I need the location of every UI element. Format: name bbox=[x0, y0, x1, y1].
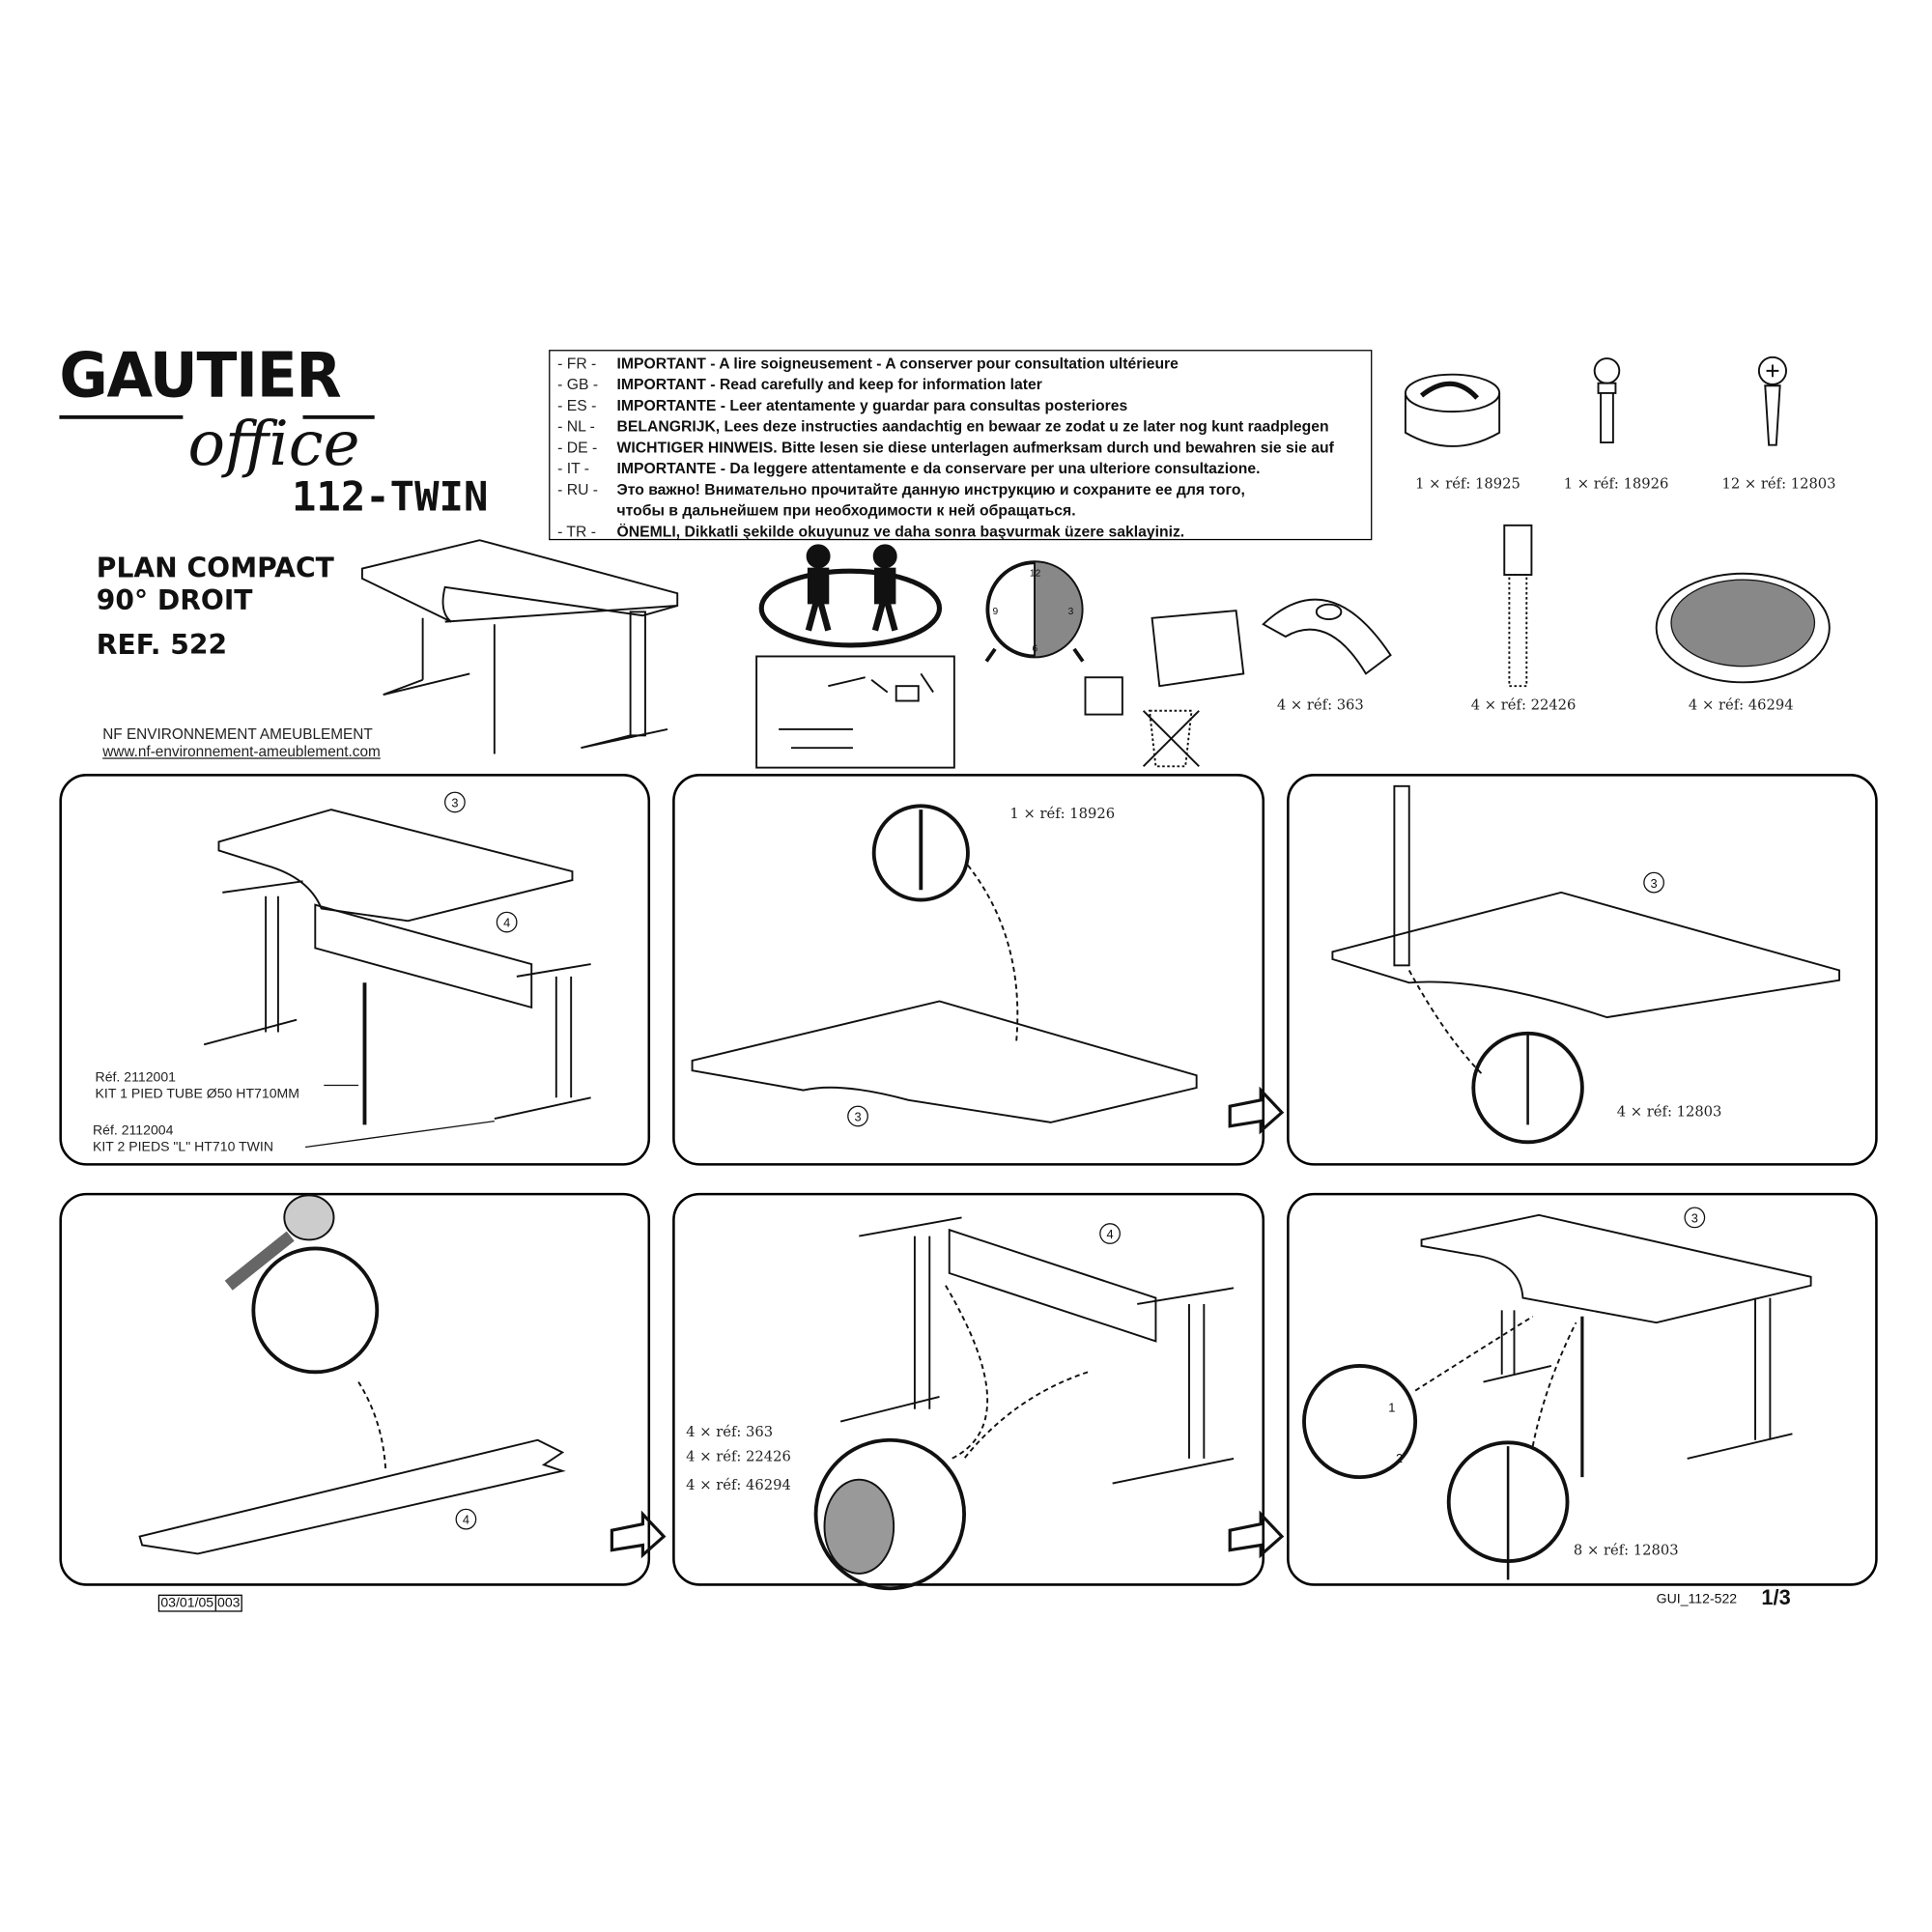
step-6-panel bbox=[1287, 1192, 1878, 1586]
part-label-18925: 1 × réf: 18925 bbox=[1415, 474, 1520, 493]
kit2-name: KIT 2 PIEDS "L" HT710 TWIN bbox=[92, 1139, 274, 1155]
warning-text: IMPORTANT - Read carefully and keep for … bbox=[616, 375, 1042, 393]
lang-code: - RU - bbox=[557, 480, 599, 498]
callout-3: 3 bbox=[451, 796, 458, 810]
clock-6: 6 bbox=[1032, 643, 1037, 654]
warning-text: ÖNEMLI, Dikkatli şekilde okuyunuz ve dah… bbox=[616, 523, 1185, 541]
logo-rule-left bbox=[59, 414, 184, 419]
warning-row: чтобы в дальнейшем при необходимости к н… bbox=[557, 500, 1371, 522]
step-2-drawing bbox=[691, 804, 1198, 1123]
desk-illustration bbox=[360, 539, 679, 754]
part-label-22426: 4 × réf: 22426 bbox=[1470, 696, 1577, 714]
lang-code: - DE - bbox=[557, 439, 598, 457]
callout-4: 4 bbox=[503, 916, 510, 930]
warning-text: IMPORTANTE - Da leggere attentamente e d… bbox=[616, 460, 1261, 477]
brand-sub: office bbox=[187, 408, 360, 480]
step-2-qty: 1 × réf: 18926 bbox=[1009, 805, 1116, 822]
lang-code: - FR - bbox=[557, 355, 597, 373]
model-name: 112-TWIN bbox=[291, 471, 489, 521]
callout-3: 3 bbox=[854, 1110, 861, 1124]
step-3-panel bbox=[1287, 774, 1878, 1166]
bolt-22426-icon bbox=[1503, 524, 1533, 688]
lang-code: - IT - bbox=[557, 460, 590, 477]
step-2-panel bbox=[672, 774, 1265, 1166]
step-4-drawing bbox=[138, 1194, 667, 1559]
callout-4: 4 bbox=[1107, 1227, 1114, 1241]
footer-revision: 003 bbox=[214, 1595, 241, 1611]
callout-circles bbox=[444, 791, 1706, 1530]
step-6-drawing bbox=[1302, 1213, 1812, 1580]
warning-row: - DE - WICHTIGER HINWEIS. Bitte lesen sie… bbox=[557, 438, 1371, 459]
warning-row: - RU - Это важно! Внимательно прочитайте … bbox=[557, 479, 1371, 500]
step-1-panel bbox=[59, 774, 651, 1166]
warning-row: - FR - IMPORTANT - A lire soigneusement -… bbox=[557, 354, 1371, 375]
sub-step-1: 1 bbox=[1388, 1400, 1395, 1414]
kit2-ref: Réf. 2112004 bbox=[92, 1123, 174, 1139]
part-label-363: 4 × réf: 363 bbox=[1276, 696, 1364, 714]
kit1-ref: Réf. 2112001 bbox=[95, 1070, 177, 1086]
cert-label: NF ENVIRONNEMENT AMEUBLEMENT bbox=[102, 725, 373, 744]
two-person-icon bbox=[758, 544, 943, 648]
page-number: 1/3 bbox=[1761, 1585, 1791, 1610]
step-5-qty-363: 4 × réf: 363 bbox=[686, 1422, 774, 1440]
warning-text: BELANGRIJK, Lees deze instructies aandac… bbox=[616, 417, 1329, 436]
recycle-icon bbox=[1084, 610, 1245, 768]
step-6-qty: 8 × réf: 12803 bbox=[1573, 1541, 1679, 1559]
step-4-panel bbox=[59, 1192, 651, 1586]
step-5-qty-46294: 4 × réf: 46294 bbox=[686, 1475, 791, 1493]
step-5-qty-22426: 4 × réf: 22426 bbox=[686, 1447, 791, 1465]
doc-code: GUI_112-522 bbox=[1656, 1592, 1738, 1607]
part-label-12803: 12 × réf: 12803 bbox=[1721, 474, 1836, 493]
step-1-drawing bbox=[203, 809, 591, 1149]
warning-box: - FR - IMPORTANT - A lire soigneusement -… bbox=[549, 350, 1373, 543]
warning-row: - ES - IMPORTANTE - Leer atentamente y gu… bbox=[557, 395, 1371, 416]
step-3-drawing bbox=[1228, 784, 1841, 1145]
clock-icon: 12 3 6 9 bbox=[984, 560, 1085, 663]
warning-row: - GB - IMPORTANT - Read carefully and kee… bbox=[557, 375, 1371, 396]
lang-code: - ES - bbox=[557, 396, 597, 414]
callout-4: 4 bbox=[463, 1513, 469, 1527]
warning-text: Это важно! Внимательно прочитайте данную… bbox=[616, 480, 1245, 498]
logo-rule-right bbox=[302, 414, 375, 419]
warning-text: IMPORTANT - A lire soigneusement - A con… bbox=[616, 355, 1179, 373]
lang-code: - TR - bbox=[557, 523, 597, 541]
grommet-clip-363-icon bbox=[1262, 598, 1392, 675]
product-line1: PLAN COMPACT bbox=[96, 554, 334, 585]
kit1-name: KIT 1 PIED TUBE Ø50 HT710MM bbox=[95, 1086, 300, 1102]
cert-url[interactable]: www.nf-environnement-ameublement.com bbox=[102, 743, 381, 760]
part-label-46294: 4 × réf: 46294 bbox=[1688, 696, 1794, 714]
warning-row: - TR - ÖNEMLI, Dikkatli şekilde okuyunuz … bbox=[557, 522, 1371, 543]
bolt-18926-icon bbox=[1593, 357, 1621, 444]
product-line2: 90° DROIT bbox=[96, 585, 253, 617]
footer-date: 03/01/05 bbox=[160, 1595, 214, 1611]
step-3-qty: 4 × réf: 12803 bbox=[1616, 1102, 1722, 1121]
step-5-panel bbox=[672, 1192, 1265, 1586]
cam-lock-18925-icon bbox=[1404, 373, 1501, 447]
clock-3: 3 bbox=[1068, 607, 1074, 617]
callout-3: 3 bbox=[1691, 1211, 1698, 1226]
clock-9: 9 bbox=[993, 607, 999, 617]
tools-box bbox=[755, 655, 955, 769]
warning-text: WICHTIGER HINWEIS. Bitte lesen sie diese… bbox=[616, 439, 1334, 457]
warning-row: - NL - BELANGRIJK, Lees deze instructies … bbox=[557, 416, 1371, 438]
warning-text: IMPORTANTE - Leer atentamente y guardar … bbox=[616, 396, 1128, 414]
sub-step-2: 2 bbox=[1396, 1451, 1403, 1465]
clock-12: 12 bbox=[1030, 568, 1041, 579]
grommet-46294-icon bbox=[1655, 572, 1831, 684]
lang-code: - GB - bbox=[557, 375, 599, 393]
warning-text: чтобы в дальнейшем при необходимости к н… bbox=[616, 501, 1076, 520]
product-ref: REF. 522 bbox=[96, 630, 228, 662]
step-5-drawing bbox=[813, 1216, 1285, 1591]
screw-12803-icon bbox=[1757, 355, 1787, 446]
brand-logo: GAUTIER bbox=[59, 339, 341, 412]
part-label-18926: 1 × réf: 18926 bbox=[1563, 474, 1669, 493]
lang-code: - NL - bbox=[557, 417, 595, 436]
warning-row: - IT - IMPORTANTE - Da leggere attentamen… bbox=[557, 459, 1371, 480]
callout-3: 3 bbox=[1651, 876, 1658, 891]
